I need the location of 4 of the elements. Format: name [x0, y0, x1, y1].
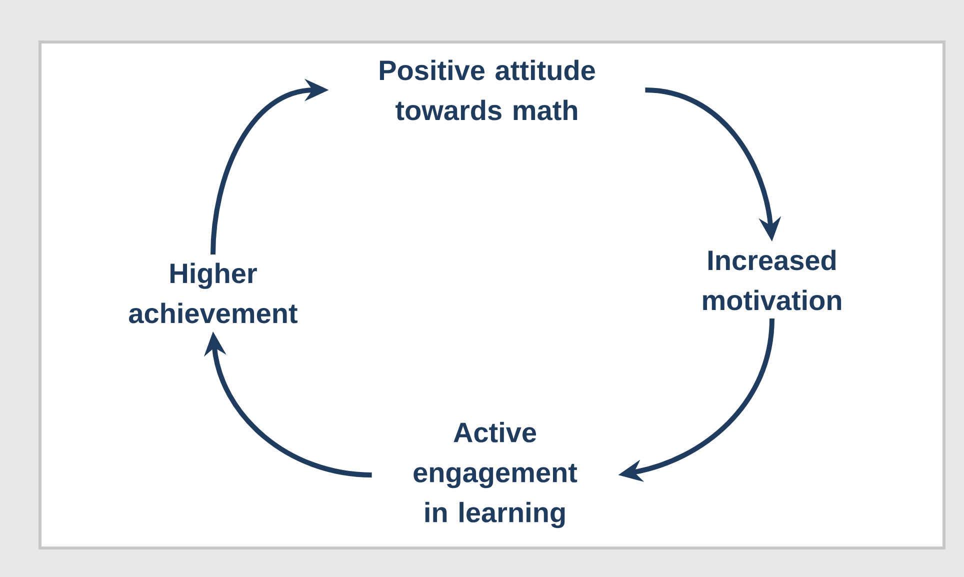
cycle-label: Increased motivation	[703, 250, 842, 310]
cycle-label: Higher achievement	[129, 262, 298, 324]
cycle-label: Positive attitude towards math	[380, 60, 595, 120]
cycle-label: Active engagement in learning	[414, 422, 578, 528]
